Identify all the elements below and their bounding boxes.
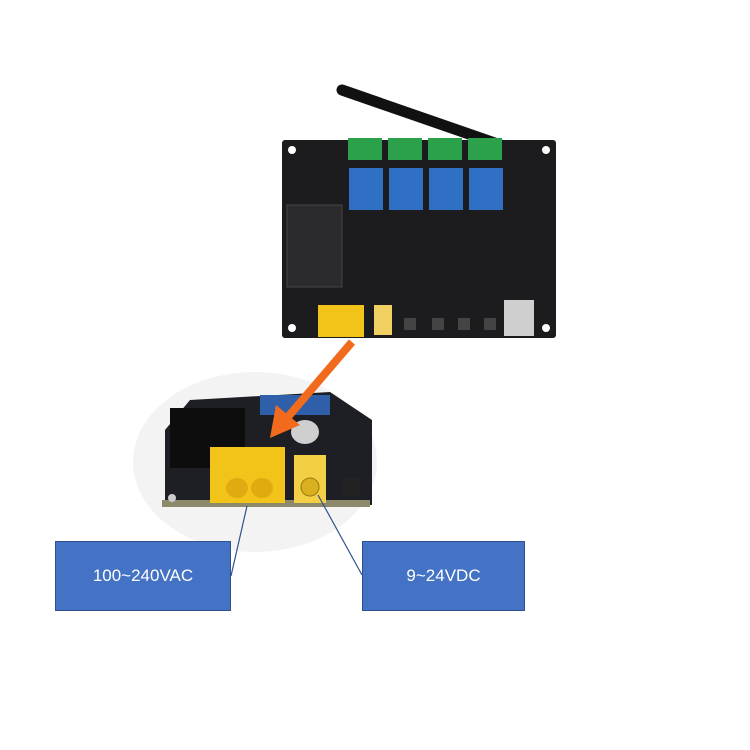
- connector-closeup: [133, 372, 377, 552]
- pcb-board: [282, 138, 556, 338]
- ac-input-text: 100~240VAC: [92, 566, 194, 585]
- dc-input-label: 9~24VDC: [362, 541, 525, 611]
- dc-input-text: 9~24VDC: [406, 566, 481, 585]
- ac-callout-line: [230, 505, 248, 577]
- pointer-arrow: [270, 339, 356, 438]
- ac-input-label: 100~240VAC: [55, 541, 231, 611]
- dc-callout-line: [317, 494, 363, 576]
